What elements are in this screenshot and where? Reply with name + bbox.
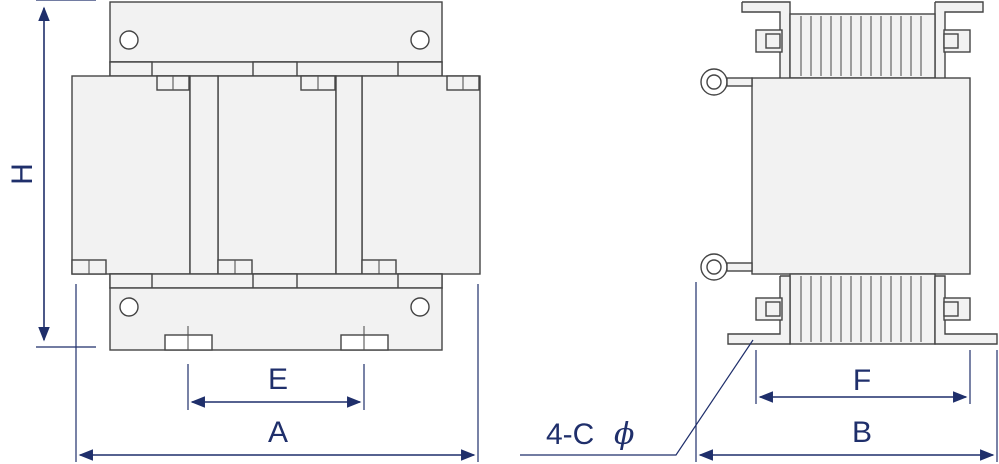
bottom-bracket-left	[727, 275, 791, 345]
nut-top-right	[943, 33, 959, 49]
label-h: H	[6, 163, 39, 185]
core-laminations-top	[789, 13, 936, 79]
label-b: B	[852, 416, 872, 449]
coil-left	[71, 75, 191, 275]
lamination-lines-top	[800, 16, 922, 76]
side-dimensions: F B 4-C ϕ	[520, 282, 998, 462]
core-limb	[335, 75, 363, 275]
label-hole-symbol: ϕ	[614, 417, 634, 452]
bottom-clamp-bar	[109, 287, 443, 351]
side-view	[700, 1, 998, 345]
lamination-lines-bottom	[800, 276, 922, 342]
mounting-hole-bottom-right	[410, 297, 430, 317]
yoke-tab	[252, 61, 298, 77]
terminal-lug-top-hole	[706, 74, 722, 90]
nut-bottom-left	[765, 301, 781, 317]
label-hole-count: 4-C	[546, 418, 594, 451]
yoke-tab	[109, 273, 153, 289]
mounting-hole-bottom-left	[119, 297, 139, 317]
coil-middle	[217, 75, 337, 275]
label-f: F	[853, 364, 871, 397]
hole-leader-line	[520, 339, 754, 456]
terminal-lead-bottom	[726, 262, 753, 272]
nut-bottom-right	[943, 301, 959, 317]
coil-body-side	[751, 77, 971, 275]
yoke-tab	[397, 61, 443, 77]
label-a: A	[268, 416, 288, 449]
coil-right	[361, 75, 481, 275]
terminal-lead-top	[726, 77, 753, 87]
core-limb	[189, 75, 219, 275]
terminal-lug-bottom-hole	[706, 259, 722, 275]
bottom-bracket-right	[934, 275, 998, 345]
label-e: E	[268, 363, 288, 396]
yoke-tab	[397, 273, 443, 289]
front-view	[71, 1, 481, 351]
mounting-hole-top-right	[410, 30, 430, 50]
core-laminations-bottom	[789, 273, 936, 345]
yoke-tab	[252, 273, 298, 289]
front-dimensions: H E A	[6, 0, 479, 462]
nut-top-left	[765, 33, 781, 49]
top-clamp-bar	[109, 1, 443, 63]
yoke-tab	[109, 61, 153, 77]
mounting-hole-top-left	[119, 30, 139, 50]
